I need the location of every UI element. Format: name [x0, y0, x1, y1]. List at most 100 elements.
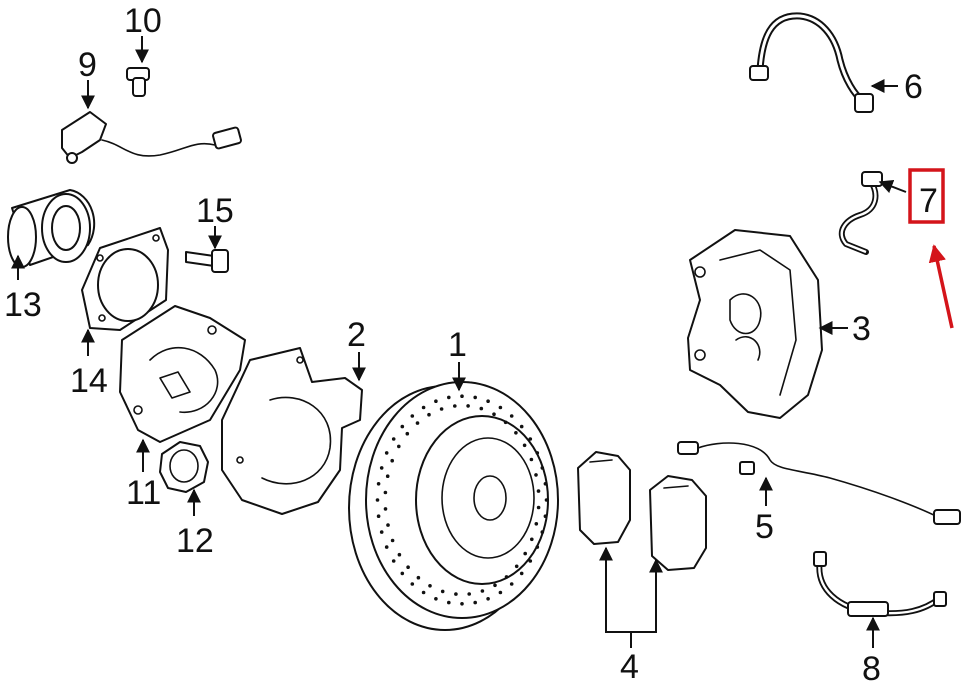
callout-5: 5: [755, 508, 774, 546]
part-1-rotor: [348, 381, 559, 631]
rotor-drill-hole: [410, 582, 415, 586]
rotor-drill-hole: [514, 564, 519, 569]
rotor-drill-hole: [376, 514, 381, 518]
rotor-drill-hole: [376, 482, 381, 486]
rotor-drill-hole: [415, 421, 420, 425]
rotor-drill-hole: [479, 406, 484, 411]
rotor-drill-hole: [466, 404, 470, 408]
rotor-drill-hole: [530, 537, 534, 542]
part-13-bearing: [7, 189, 96, 268]
rotor-drill-hole: [509, 582, 514, 586]
part-6-brake-hose: [749, 12, 874, 113]
rotor-drill-hole: [410, 414, 415, 418]
rotor-drill-hole: [390, 538, 395, 543]
rotor-drill-hole: [473, 600, 478, 605]
rotor-drill-hole: [504, 575, 509, 579]
rotor-drill-hole: [421, 405, 426, 410]
callout-14: 14: [70, 362, 108, 400]
rotor-drill-hole: [375, 498, 380, 502]
rotor-drill-hole: [397, 552, 402, 557]
rotor-drill-hole: [439, 407, 444, 411]
highlight-arrow: [928, 244, 954, 329]
part-8-brake-line: [813, 551, 947, 617]
rotor-drill-hole: [498, 590, 503, 595]
rotor-drill-hole: [390, 458, 395, 463]
callout-12: 12: [176, 522, 214, 560]
rotor-drill-hole: [544, 498, 549, 502]
rotor-drill-hole: [473, 395, 478, 400]
rotor-drill-hole: [384, 451, 389, 455]
callout-13: 13: [4, 286, 42, 324]
rotor-drill-hole: [519, 571, 524, 576]
rotor-drill-hole: [480, 589, 485, 593]
callout-8: 8: [862, 650, 881, 688]
rotor-drill-hole: [386, 523, 390, 527]
callout-2: 2: [347, 316, 366, 354]
part-7-brake-line: [838, 171, 883, 255]
rotor-drill-hole: [406, 565, 410, 569]
rotor-drill-hole: [391, 437, 396, 441]
rotor-drill-hole: [543, 514, 548, 518]
rotor-drill-hole: [384, 545, 389, 549]
rotor-drill-hole: [522, 443, 527, 448]
rotor-drill-hole: [400, 424, 405, 429]
rotor-drill-hole: [528, 437, 533, 441]
rotor-drill-hole: [453, 404, 457, 408]
callout-6: 6: [904, 68, 923, 106]
highlight-box: [908, 168, 945, 224]
rotor-drill-hole: [467, 592, 472, 596]
rotor-drill-hole: [391, 559, 396, 563]
rotor-drill-hole: [535, 451, 540, 455]
part-10-bolt: [126, 67, 150, 97]
rotor-drill-hole: [460, 602, 464, 606]
rotor-drill-hole: [385, 474, 390, 479]
rotor-drill-hole: [534, 473, 538, 477]
part-12-nut: [159, 441, 209, 493]
rotor-drill-hole: [540, 466, 545, 470]
rotor-drill-hole: [379, 466, 384, 470]
rotor-drill-hole: [534, 522, 539, 526]
callout-10: 10: [124, 2, 162, 40]
part-9-sensor: [61, 111, 242, 164]
rotor-drill-hole: [383, 490, 388, 495]
rotor-drill-hole: [447, 600, 451, 605]
rotor-drill-hole: [440, 589, 445, 594]
rotor-drill-hole: [486, 597, 490, 601]
part-11-hub-carrier: [119, 305, 246, 443]
rotor-drill-hole: [397, 444, 401, 449]
rotor-drill-hole: [519, 424, 524, 429]
rotor-drill-hole: [447, 395, 451, 400]
callout-11: 11: [126, 474, 161, 512]
part-3-caliper: [687, 229, 823, 419]
callout-4: 4: [620, 648, 639, 686]
rotor-drill-hole: [503, 420, 508, 425]
leader-lines: [11, 36, 907, 648]
rotor-drill-hole: [434, 597, 438, 601]
callout-9: 9: [78, 46, 97, 84]
rotor-drill-hole: [498, 405, 503, 410]
rotor-drill-hole: [400, 571, 405, 576]
part-4-brake-pads: [577, 451, 707, 571]
rotor-drill-hole: [492, 412, 496, 417]
rotor-drill-hole: [379, 530, 384, 534]
part-15-bolt: [185, 249, 229, 273]
rotor-drill-hole: [434, 399, 438, 404]
rotor-drill-hole: [535, 545, 540, 549]
rotor-drill-hole: [427, 412, 431, 417]
rotor-drill-hole: [486, 399, 490, 404]
rotor-drill-hole: [460, 394, 464, 399]
rotor-drill-hole: [383, 507, 388, 511]
rotor-drill-hole: [514, 431, 518, 435]
callout-3: 3: [852, 310, 871, 348]
rotor-drill-hole: [493, 583, 497, 588]
rotor-drill-hole: [421, 590, 426, 595]
rotor-drill-hole: [509, 414, 514, 418]
rotor-drill-hole: [416, 575, 421, 580]
rotor-drill-hole: [536, 489, 541, 493]
rotor-drill-hole: [540, 530, 545, 534]
part-14-shield-plate: [81, 227, 169, 331]
rotor-drill-hole: [536, 505, 541, 510]
rotor-drill-hole: [428, 584, 432, 588]
part-2-splash-shield: [221, 347, 363, 515]
